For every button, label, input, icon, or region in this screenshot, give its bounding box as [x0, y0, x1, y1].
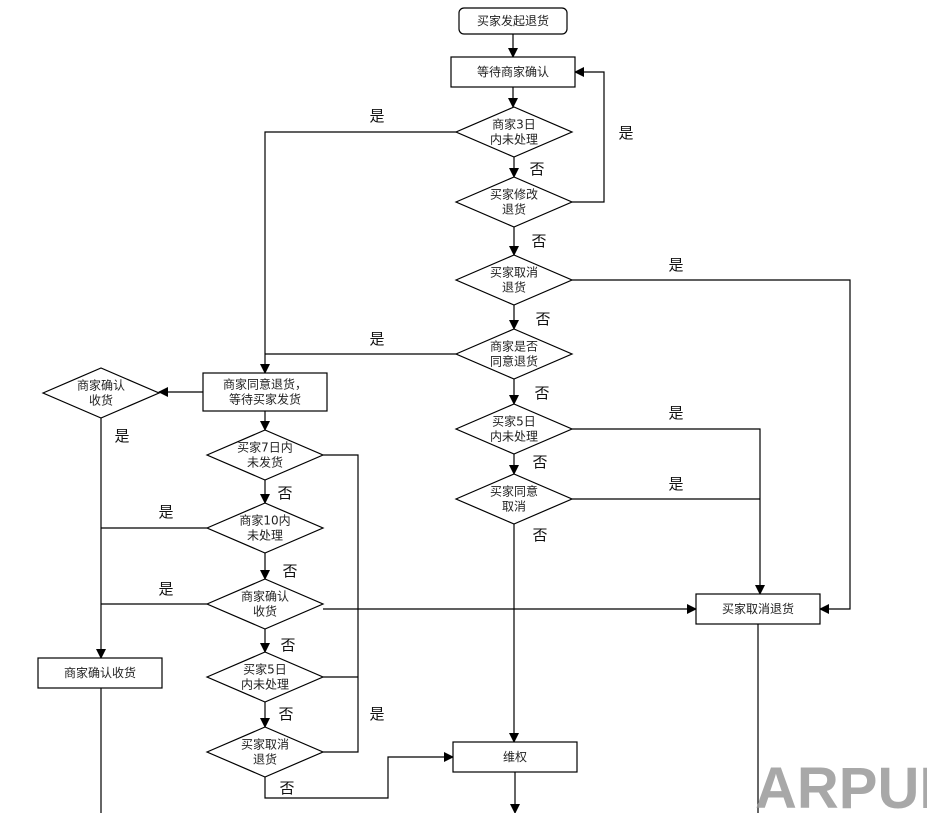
node-label: 商家同意退货， — [223, 377, 307, 392]
decision-diamond — [454, 106, 574, 158]
decision-diamond — [454, 328, 574, 380]
decision-diamond — [454, 254, 574, 306]
node-d-merchant-confirm-left: 商家确认收货 — [41, 367, 161, 419]
no-label: 否 — [535, 310, 550, 328]
edge-3days-yes — [260, 131, 456, 374]
node-start: 买家发起退货 — [458, 7, 568, 35]
node-label: 收货 — [253, 604, 277, 619]
node-d-buyer-cancel-2: 买家取消退货 — [205, 726, 325, 778]
node-label: 商家确认 — [77, 378, 125, 393]
yes-label: 是 — [369, 705, 384, 723]
node-buyer-cancel-return: 买家取消退货 — [695, 593, 821, 625]
no-label: 否 — [280, 636, 295, 654]
decision-diamond — [205, 651, 325, 703]
process-box — [202, 372, 328, 412]
yes-label: 是 — [369, 330, 384, 348]
node-label: 维权 — [503, 750, 527, 764]
node-label: 未处理 — [247, 529, 283, 543]
no-label: 否 — [278, 705, 293, 723]
watermark: ARPUN.COM — [755, 756, 927, 813]
decision-diamond — [205, 429, 325, 481]
decision-diamond — [454, 176, 574, 228]
node-label: 等待买家发货 — [229, 392, 301, 407]
node-label: 内未处理 — [241, 678, 289, 692]
no-label: 否 — [282, 562, 297, 580]
decision-diamond — [205, 726, 325, 778]
start-terminal — [458, 7, 568, 35]
yes-label: 是 — [668, 475, 683, 493]
node-merchant-confirm-receipt: 商家确认收货 — [37, 657, 163, 689]
node-label: 内未处理 — [490, 133, 538, 147]
edge-5days1-yes — [572, 428, 765, 595]
node-label: 收货 — [89, 393, 113, 408]
node-label: 商家确认 — [241, 589, 289, 604]
node-d-merchant-confirm: 商家确认收货 — [205, 578, 325, 630]
node-label: 等待商家确认 — [477, 64, 549, 79]
node-label: 退货 — [502, 280, 526, 295]
decision-diamond — [454, 403, 574, 455]
node-label: 未发货 — [247, 455, 283, 470]
node-label: 买家取消 — [490, 265, 538, 280]
decision-diamond — [205, 502, 325, 554]
yes-label: 是 — [158, 580, 173, 598]
no-label: 否 — [529, 160, 544, 178]
edge-cancel1-yes — [572, 279, 851, 614]
process-box — [37, 657, 163, 689]
no-label: 否 — [531, 232, 546, 250]
no-label: 否 — [534, 384, 549, 402]
edge-modify-loop — [572, 67, 605, 203]
node-label: 买家5日 — [243, 662, 287, 677]
node-label: 买家取消退货 — [722, 601, 794, 616]
node-merchant-agreed: 商家同意退货，等待买家发货 — [202, 372, 328, 412]
process-box — [695, 593, 821, 625]
node-wait-merchant: 等待商家确认 — [450, 56, 576, 88]
yes-label: 是 — [668, 256, 683, 274]
node-label: 同意退货 — [490, 354, 538, 369]
process-box — [452, 741, 578, 773]
node-label: 商家确认收货 — [64, 665, 136, 680]
edge-7days-yes-bracket — [323, 454, 359, 753]
no-label: 否 — [532, 526, 547, 544]
node-label: 买家7日内 — [237, 440, 293, 455]
node-label: 商家3日 — [492, 117, 536, 132]
edge-cancel2-no-dispute — [264, 752, 454, 799]
node-label: 买家取消 — [241, 737, 289, 752]
process-box — [450, 56, 576, 88]
decision-diamond — [454, 473, 574, 525]
yes-label: 是 — [668, 404, 683, 422]
node-label: 买家修改 — [490, 187, 538, 202]
node-label: 取消 — [502, 500, 526, 514]
node-d-buyer-cancel-1: 买家取消退货 — [454, 254, 574, 306]
no-label: 否 — [279, 779, 294, 797]
yes-label: 是 — [114, 427, 129, 445]
node-label: 买家发起退货 — [477, 13, 549, 28]
no-label: 否 — [277, 484, 292, 502]
yes-label: 是 — [158, 503, 173, 521]
no-label: 否 — [532, 453, 547, 471]
node-label: 内未处理 — [490, 430, 538, 444]
node-label: 退货 — [253, 752, 277, 767]
node-label: 买家同意 — [490, 484, 538, 499]
node-label: 买家5日 — [492, 414, 536, 429]
decision-diamond — [41, 367, 161, 419]
node-dispute: 维权 — [452, 741, 578, 773]
node-label: 商家10内 — [239, 513, 290, 528]
node-label: 商家是否 — [490, 339, 538, 354]
yes-label: 是 — [618, 124, 633, 142]
yes-label: 是 — [369, 107, 384, 125]
decision-diamond — [205, 578, 325, 630]
node-label: 退货 — [502, 202, 526, 217]
